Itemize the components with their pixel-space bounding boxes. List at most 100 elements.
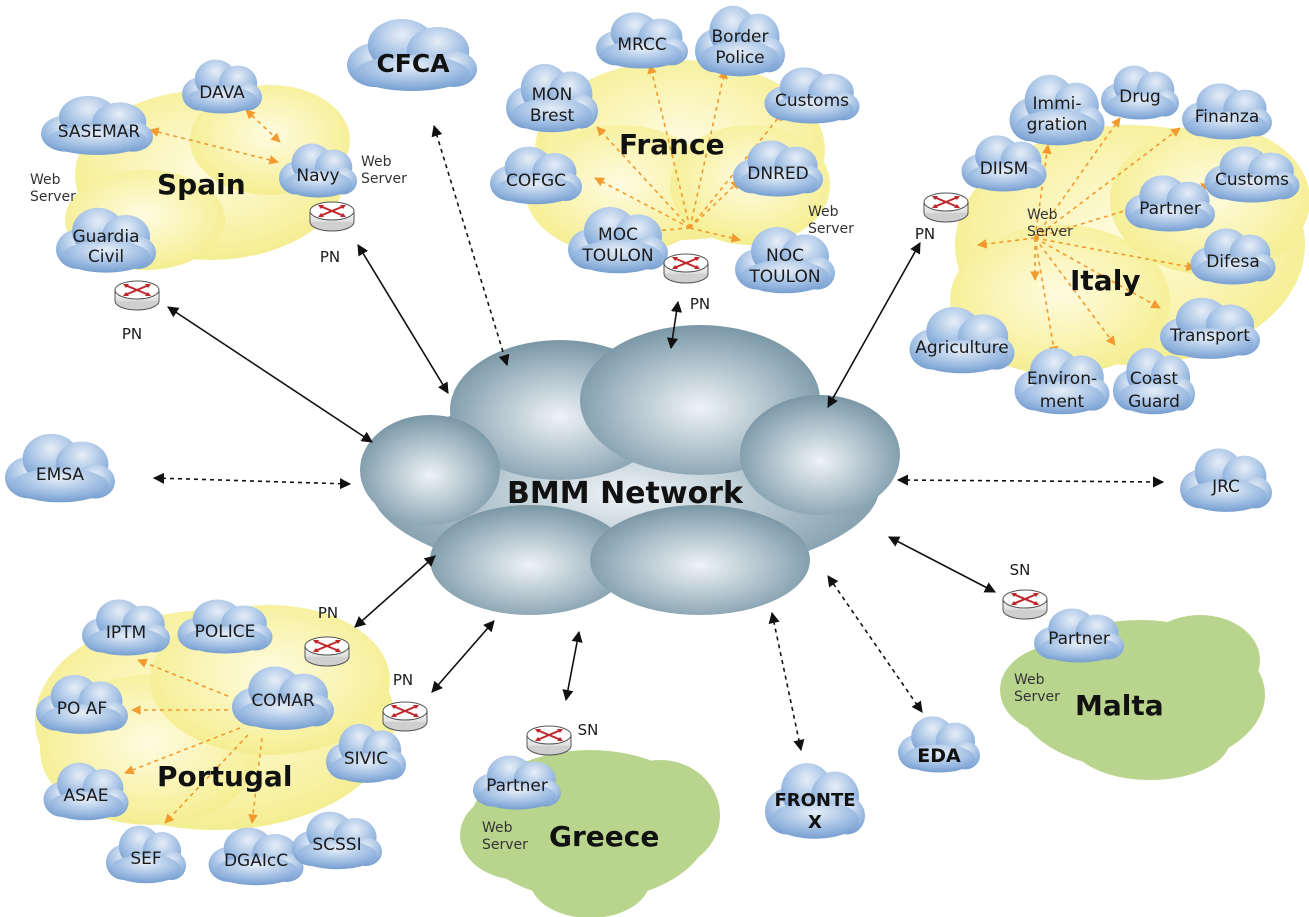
link-emsa	[152, 472, 352, 490]
node-label-dava: DAVA	[199, 83, 245, 103]
router-spain-guardia[interactable]	[114, 280, 160, 311]
frontex-label-line2: X	[808, 812, 822, 833]
web-label-italy: Web	[1027, 207, 1058, 223]
node-label-scssi: SCSSI	[312, 835, 361, 855]
node-label-border-1: Border	[712, 27, 769, 47]
region-label-france: France	[619, 128, 725, 161]
region-label-malta: Malta	[1075, 689, 1164, 722]
link-frontex	[768, 611, 805, 752]
node-label-partner-it: Partner	[1139, 199, 1201, 219]
web-label-spain-right: Web	[361, 154, 392, 170]
link-eda	[827, 575, 923, 713]
pn-label-portugal-upper: PN	[318, 604, 338, 622]
router-portugal-lower[interactable]	[382, 701, 428, 732]
node-label-moc-2: TOULON	[581, 246, 653, 266]
server-label-france: Server	[808, 221, 854, 237]
web-label-spain-left: Web	[30, 172, 61, 188]
pn-label-portugal-lower: PN	[393, 671, 413, 689]
server-label-malta: Server	[1014, 689, 1060, 705]
node-label-partner-gr: Partner	[486, 776, 548, 796]
node-label-guardia-2: Civil	[88, 247, 124, 267]
router-spain-navy[interactable]	[309, 201, 355, 232]
link-cfca	[431, 124, 510, 367]
web-label-greece: Web	[482, 820, 513, 836]
link-italy-pn	[827, 242, 921, 408]
server-label-spain-right: Server	[361, 171, 407, 187]
network-links	[152, 124, 1165, 752]
node-label-dnred: DNRED	[747, 164, 808, 184]
server-label-italy: Server	[1027, 224, 1073, 240]
region-label-greece: Greece	[549, 820, 659, 853]
emsa-label: EMSA	[36, 465, 85, 485]
node-label-env-2: ment	[1040, 392, 1085, 412]
node-label-mon-1: MON	[532, 85, 573, 105]
node-label-coast-1: Coast	[1130, 369, 1179, 389]
link-portugal-pn-upper	[354, 555, 436, 628]
node-label-dgaicc: DGAIcC	[224, 851, 288, 871]
link-malta-sn	[888, 536, 996, 593]
link-spain-pn-left	[167, 306, 373, 443]
node-label-transport: Transport	[1169, 326, 1250, 346]
node-label-sivic: SIVIC	[344, 749, 388, 769]
greece-region	[460, 750, 720, 917]
node-label-drug: Drug	[1119, 87, 1161, 107]
pn-label-spain-guardia: PN	[122, 325, 142, 343]
region-label-portugal: Portugal	[157, 760, 292, 793]
node-label-immi-2: gration	[1027, 115, 1088, 135]
node-label-sef: SEF	[130, 849, 161, 869]
frontex-label-line1: FRONTE	[774, 790, 855, 811]
region-label-spain: Spain	[157, 168, 246, 201]
region-label-italy: Italy	[1070, 264, 1141, 297]
node-label-guardia-1: Guardia	[73, 227, 140, 247]
node-label-agriculture: Agriculture	[915, 338, 1009, 358]
router-greece[interactable]	[526, 725, 572, 756]
node-label-iptm: IPTM	[106, 623, 146, 643]
link-greece-sn	[562, 630, 583, 702]
node-label-customs-fr: Customs	[775, 91, 849, 111]
node-label-navy: Navy	[296, 166, 339, 186]
bmm-network-cloud[interactable]	[360, 325, 900, 615]
sn-label-malta: SN	[1010, 561, 1031, 579]
node-label-finanza: Finanza	[1195, 107, 1260, 127]
bmm-network-label: BMM Network	[507, 476, 744, 511]
node-label-moc-1: MOC	[598, 225, 638, 245]
pn-label-spain-navy: PN	[320, 248, 340, 266]
router-france[interactable]	[663, 253, 709, 284]
eda-label: EDA	[917, 745, 961, 767]
link-jrc	[896, 474, 1165, 488]
node-label-cofgc: COFGC	[506, 171, 566, 191]
router-malta[interactable]	[1002, 589, 1048, 620]
node-label-comar: COMAR	[251, 691, 315, 711]
node-label-po-af: PO AF	[57, 699, 107, 719]
web-label-france: Web	[808, 204, 839, 220]
node-label-customs-it: Customs	[1215, 170, 1289, 190]
router-portugal-upper[interactable]	[304, 636, 350, 667]
cfca-label: CFCA	[376, 49, 450, 78]
link-france-pn	[666, 300, 683, 350]
node-label-mon-2: Brest	[530, 106, 575, 126]
node-label-sasemar: SASEMAR	[58, 122, 141, 142]
sn-label-greece: SN	[578, 721, 599, 739]
node-label-noc-1: NOC	[766, 246, 804, 266]
node-label-diism: DIISM	[980, 159, 1029, 179]
pn-label-italy: PN	[915, 225, 935, 243]
node-label-asae: ASAE	[63, 786, 108, 806]
node-label-immi-1: Immi-	[1033, 94, 1082, 114]
node-label-env-1: Environ-	[1027, 369, 1097, 389]
node-label-border-2: Police	[715, 48, 764, 68]
pn-label-france: PN	[690, 295, 710, 313]
jrc-label: JRC	[1211, 477, 1240, 497]
router-italy[interactable]	[923, 192, 969, 223]
node-label-noc-2: TOULON	[748, 267, 820, 287]
link-spain-pn-right	[357, 244, 449, 394]
node-label-police: POLICE	[195, 622, 256, 642]
node-label-coast-2: Guard	[1128, 392, 1180, 412]
link-portugal-pn-lower	[431, 620, 495, 693]
web-label-malta: Web	[1014, 672, 1045, 688]
node-label-mrcc: MRCC	[617, 35, 666, 55]
node-label-difesa: Difesa	[1206, 252, 1260, 272]
server-label-spain-left: Server	[30, 189, 76, 205]
server-label-greece: Server	[482, 837, 528, 853]
node-label-partner-mt: Partner	[1048, 629, 1110, 649]
